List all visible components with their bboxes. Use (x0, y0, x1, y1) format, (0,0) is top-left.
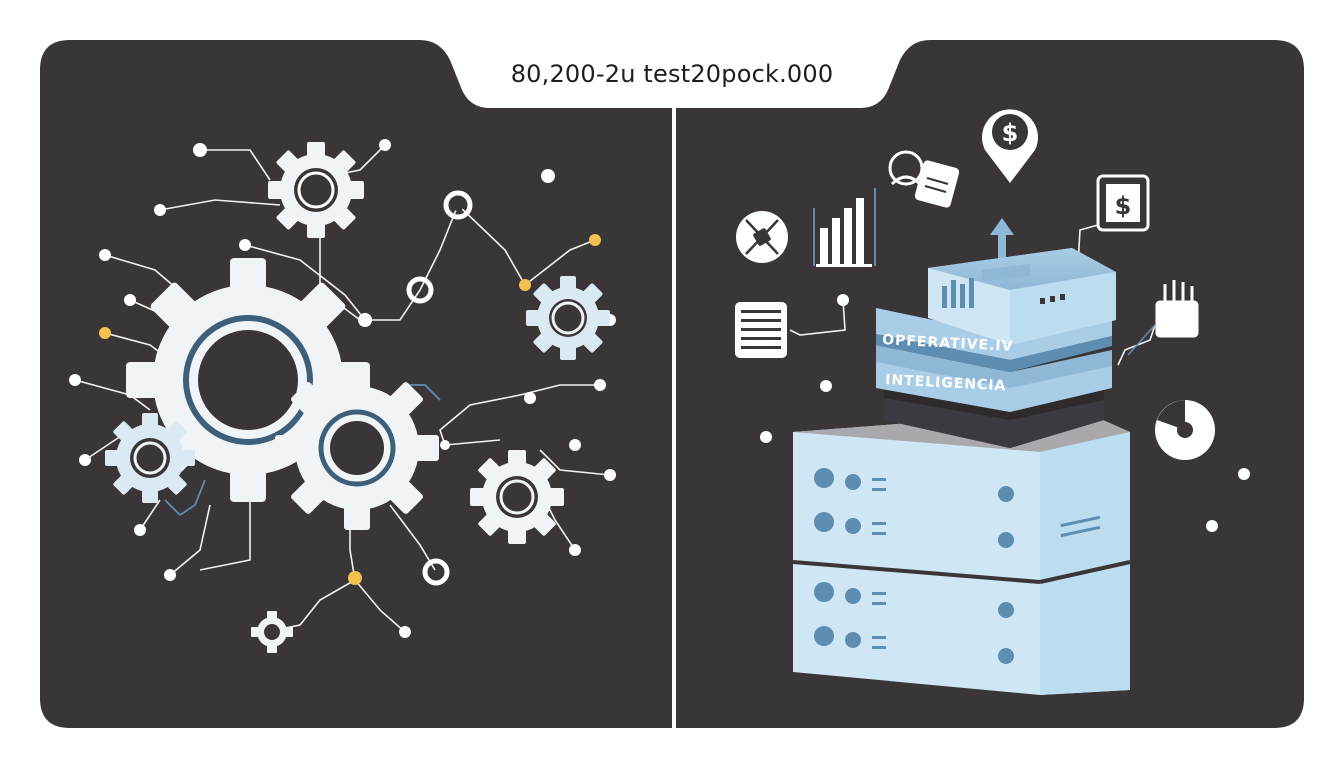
blue-gear-icon (105, 413, 195, 503)
node-dots (69, 139, 616, 638)
pie-chart-icon (1155, 400, 1215, 460)
svg-text:$: $ (1002, 119, 1019, 147)
medium-gear-icon (275, 366, 439, 530)
server-label-bottom: INTELIGENCIA (885, 372, 1007, 394)
small-gear-icon (251, 611, 293, 653)
svg-text:$: $ (1115, 192, 1132, 220)
ring-node-icon (406, 190, 473, 586)
top-gear-icon (268, 142, 364, 238)
document-gear-icon (888, 150, 960, 208)
receipt-dollar-icon: $ (1096, 174, 1150, 232)
database-icon (735, 302, 787, 358)
bottom-gear-icon (470, 450, 564, 544)
satellite-icon (736, 211, 788, 263)
server-stack-icon (792, 248, 1131, 695)
node-dots-yellow (99, 234, 601, 585)
hand-icon (1155, 280, 1199, 338)
bar-chart-icon (813, 188, 876, 267)
blue-connector (1127, 324, 1156, 356)
server-label-top: OPFERATIVE.IV (882, 332, 1014, 355)
dollar-pin-icon: $ (982, 109, 1038, 183)
blue-gear-icon (526, 276, 610, 360)
upload-arrow-icon (990, 218, 1014, 262)
